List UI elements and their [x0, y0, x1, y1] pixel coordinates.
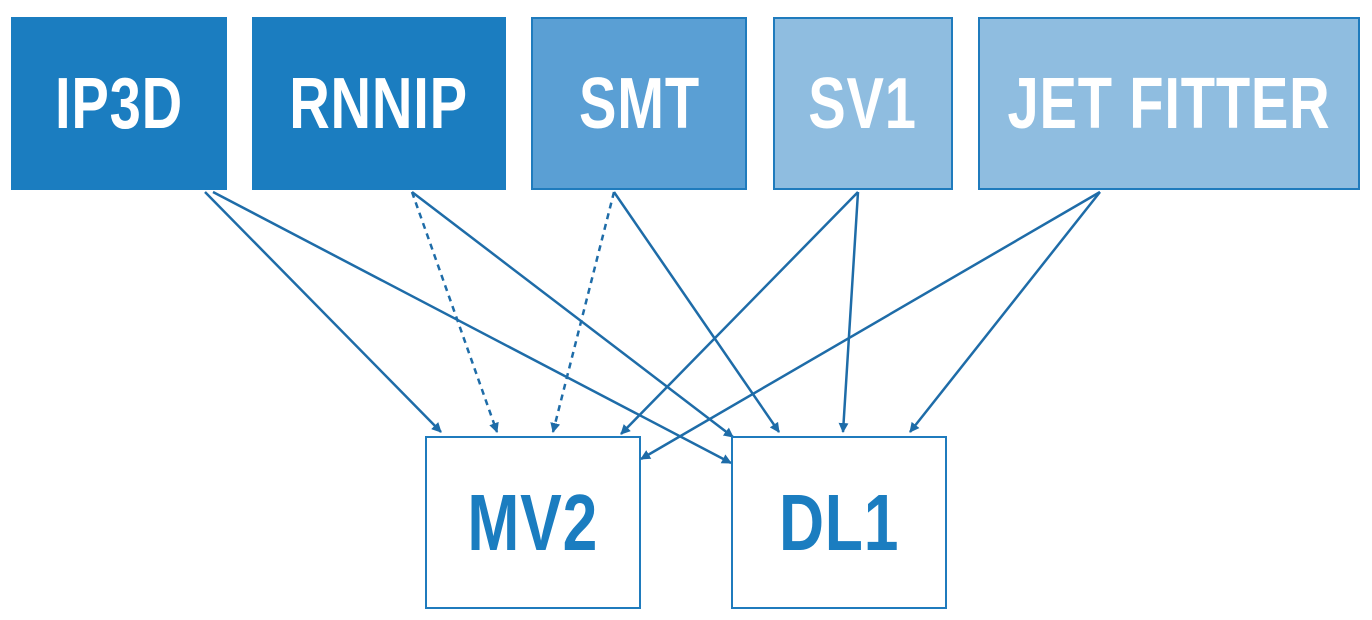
input-node-jetfitter: JET FITTER	[978, 17, 1360, 190]
input-label-jetfitter: JET FITTER	[1007, 63, 1331, 144]
input-label-sv1: SV1	[808, 63, 918, 144]
edge-rnnip-to-mv2	[410, 191, 499, 433]
input-node-smt: SMT	[531, 17, 747, 190]
input-label-smt: SMT	[578, 63, 700, 144]
input-node-sv1: SV1	[773, 17, 953, 190]
edge-ip3d-to-dl1	[212, 190, 732, 465]
output-node-dl1: DL1	[731, 436, 947, 609]
output-node-mv2: MV2	[425, 436, 641, 609]
edge-sv1-to-dl1	[838, 191, 860, 433]
input-label-rnnip: RNNIP	[289, 63, 469, 144]
edge-jetfitter-to-mv2	[640, 190, 1101, 461]
edge-sv1-to-mv2	[620, 191, 859, 435]
edge-jetfitter-to-dl1	[909, 191, 1101, 433]
edge-ip3d-to-mv2	[204, 191, 442, 433]
output-label-dl1: DL1	[778, 477, 900, 567]
input-label-ip3d: IP3D	[55, 63, 183, 144]
edge-smt-to-dl1	[612, 191, 781, 433]
edge-rnnip-to-dl1	[411, 191, 734, 438]
edge-smt-to-mv2	[550, 191, 616, 433]
input-node-rnnip: RNNIP	[252, 17, 506, 190]
output-label-mv2: MV2	[467, 477, 599, 567]
input-node-ip3d: IP3D	[11, 17, 227, 190]
